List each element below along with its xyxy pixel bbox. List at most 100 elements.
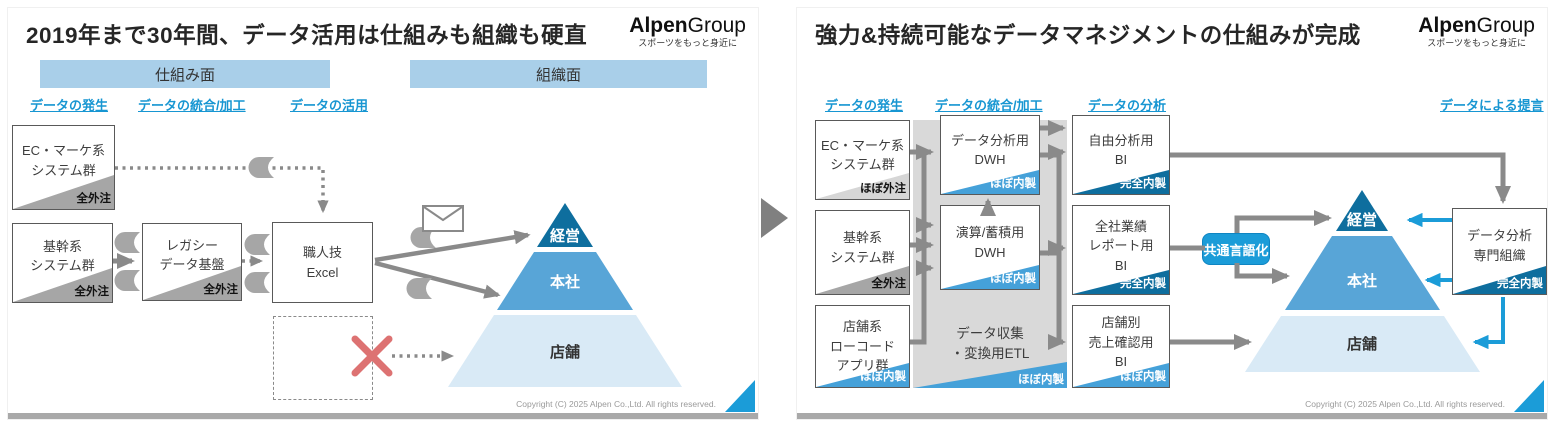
- box-label: DWH: [974, 244, 1006, 260]
- slide-after: 強力&持続可能なデータマネジメントの仕組みが完成 AlpenGroup スポーツ…: [796, 7, 1548, 420]
- box-label: システム群: [830, 249, 895, 265]
- section-band-mechanism: 仕組み面: [40, 60, 330, 88]
- sourcing-tag: ほぼ内製: [990, 177, 1036, 190]
- box-core-systems: 基幹系システム群 全外注: [12, 223, 113, 303]
- document-scroll-icon: [244, 234, 270, 255]
- box-label: 売上確認用: [1088, 334, 1154, 350]
- box-ec-marketing-systems: EC・マーケ系システム群 全外注: [12, 125, 115, 210]
- box-label: 専門組織: [1473, 247, 1526, 263]
- logo-text-bold: Alpen: [1418, 14, 1477, 37]
- logo-text-bold: Alpen: [629, 14, 688, 37]
- pyramid-label-stores: 店舗: [1347, 335, 1377, 353]
- copyright: Copyright (C) 2025 Alpen Co.,Ltd. All ri…: [1305, 399, 1505, 409]
- document-scroll-icon: [406, 278, 432, 299]
- box-label: システム群: [31, 162, 96, 178]
- stage-label-data-analysis: データの分析: [1088, 98, 1167, 113]
- sourcing-tag: 完全内製: [1497, 277, 1543, 290]
- alpen-logo: AlpenGroup スポーツをもっと身近に: [1418, 14, 1535, 49]
- arrow-excel-to-headquarters: [374, 260, 501, 299]
- logo-tagline: スポーツをもっと身近に: [638, 38, 738, 49]
- box-label: 自由分析用: [1088, 132, 1154, 148]
- pyramid-management: [1336, 190, 1388, 231]
- sourcing-tag: 全外注: [74, 285, 110, 298]
- pyramid-stores: [448, 315, 682, 387]
- box-compute-storage-dwh: 演算/蓄積用 DWH ほぼ内製: [940, 205, 1040, 290]
- copyright: Copyright (C) 2025 Alpen Co.,Ltd. All ri…: [516, 399, 716, 409]
- sourcing-tag: 全外注: [203, 283, 239, 296]
- box-label: データ分析用: [950, 132, 1029, 148]
- stage-label-data-use: データの活用: [290, 98, 369, 113]
- pyramid-label-management: 経営: [1347, 211, 1377, 229]
- box-label: レガシー: [165, 237, 218, 253]
- box-free-analysis-bi: 自由分析用 BI 完全内製: [1072, 115, 1170, 195]
- stage-label-data-origin: データの発生: [825, 98, 904, 113]
- box-label: データ収集: [956, 326, 1024, 341]
- sourcing-tag: ほぼ内製: [1120, 370, 1166, 383]
- sourcing-tag: ほぼ内製: [860, 370, 906, 383]
- sourcing-tag: ほぼ内製: [990, 272, 1036, 285]
- document-scroll-icon: [248, 157, 274, 178]
- pyramid-label-management: 経営: [550, 227, 580, 245]
- stage-label-data-integration: データの統合/加工: [138, 98, 246, 113]
- sourcing-tag: 完全内製: [1120, 177, 1166, 190]
- box-label: BI: [1114, 152, 1128, 167]
- page-title: 強力&持続可能なデータマネジメントの仕組みが完成: [815, 23, 1361, 48]
- logo-tagline: スポーツをもっと身近に: [1427, 38, 1527, 49]
- box-label: アプリ群: [836, 358, 889, 374]
- slide-corner-accent: [725, 380, 755, 412]
- stage-label-data-integration: データの統合/加工: [935, 98, 1043, 113]
- box-label: 基幹系: [842, 230, 882, 245]
- box-label: 演算/蓄積用: [955, 225, 1025, 240]
- pyramid-headquarters: [1285, 236, 1440, 310]
- page-title: 2019年まで30年間、データ活用は仕組みも組織も硬直: [26, 23, 588, 48]
- section-band-organization: 組織面: [410, 60, 707, 88]
- box-label: 全社業績: [1094, 218, 1147, 234]
- pyramid-headquarters: [497, 252, 633, 310]
- pyramid-label-headquarters: 本社: [550, 273, 580, 291]
- box-legacy-data-platform: レガシーデータ基盤 全外注: [142, 223, 242, 301]
- arrow-excel-to-management: [374, 230, 531, 263]
- box-label: EC・マーケ系: [820, 137, 905, 153]
- box-analysis-dwh: データ分析用 DWH ほぼ内製: [940, 115, 1040, 195]
- box-store-sales-bi: 店舗別売上確認用 BI ほぼ内製: [1072, 305, 1170, 388]
- stage-label-data-origin: データの発生: [30, 98, 109, 113]
- alpen-logo: AlpenGroup スポーツをもっと身近に: [629, 14, 746, 49]
- box-label: システム群: [30, 258, 95, 273]
- document-scroll-icon: [114, 270, 140, 291]
- document-scroll-icon: [244, 272, 270, 293]
- arrow-free-bi-to-org: [1170, 152, 1512, 204]
- box-label: データ分析: [1466, 228, 1532, 243]
- sourcing-tag: 全外注: [76, 192, 112, 205]
- box-label: DWH: [974, 152, 1006, 167]
- empty-dashed-box: [273, 316, 373, 400]
- box-label: BI: [1114, 257, 1128, 273]
- mail-icon: [422, 205, 464, 232]
- etl-label: データ収集 ・変換用ETL: [913, 324, 1067, 365]
- box-data-analysis-org: データ分析専門組織 完全内製: [1452, 208, 1547, 295]
- logo-text-light: Group: [687, 14, 746, 37]
- box-label: ・変換用ETL: [950, 346, 1030, 362]
- box-label: ローコード: [829, 338, 895, 354]
- pyramid-label-headquarters: 本社: [1347, 272, 1377, 290]
- slide-corner-accent: [1514, 380, 1544, 412]
- box-label: システム群: [830, 157, 895, 172]
- common-language-badge: 共通言語化: [1202, 233, 1270, 265]
- stage-label-data-proposal: データによる提言: [1440, 98, 1544, 113]
- box-label: レポート用: [1088, 238, 1154, 254]
- box-label: 店舗系: [842, 319, 882, 335]
- box-core-systems: 基幹系システム群 全外注: [815, 210, 910, 295]
- sourcing-tag: ほぼ内製: [1018, 374, 1064, 386]
- box-label: 基幹系: [42, 238, 82, 254]
- box-label: BI: [1114, 354, 1128, 370]
- arrow-badge-to-management: [1234, 209, 1332, 233]
- pyramid-management: [537, 203, 593, 247]
- box-ec-marketing-systems: EC・マーケ系システム群 ほぼ外注: [815, 120, 910, 200]
- arrow-org-to-stores: [1472, 297, 1505, 350]
- document-scroll-icon: [114, 232, 140, 253]
- box-label: 店舗別: [1101, 315, 1141, 331]
- box-label: Excel: [306, 264, 339, 280]
- box-store-lowcode-apps: 店舗系ローコードアプリ群 ほぼ内製: [815, 305, 910, 388]
